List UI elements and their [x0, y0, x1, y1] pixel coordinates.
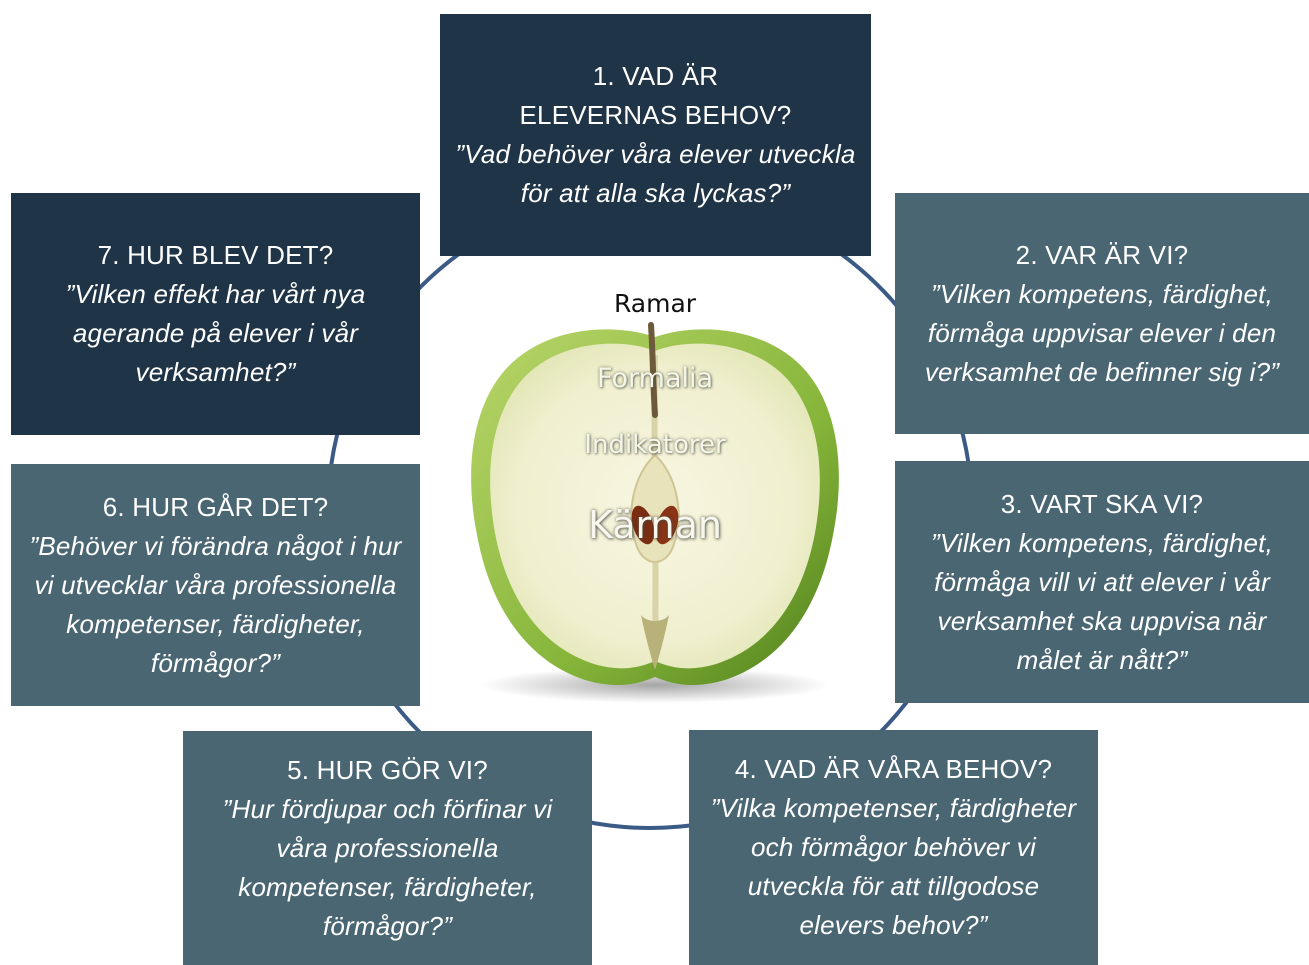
- step-7-box: 7. HUR BLEV DET? ”Vilken effekt har vårt…: [11, 193, 420, 435]
- apple-seed: [655, 505, 679, 545]
- step-6-box: 6. HUR GÅR DET? ”Behöver vi förändra någ…: [11, 464, 420, 706]
- step-6-title: 6. HUR GÅR DET?: [102, 491, 329, 522]
- step-1-title-line-2: ELEVERNAS BEHOV?: [519, 100, 792, 130]
- apple-label-ramar: Ramar: [613, 289, 697, 318]
- step-7-title: 7. HUR BLEV DET?: [97, 240, 334, 270]
- apple-illustration: Ramar Formalia Indikatorer Kärnan: [455, 285, 855, 705]
- step-3-title: 3. VART SKA VI?: [1000, 488, 1204, 519]
- step-6-question: ”Behöver vi förändra något i hur vi utve…: [29, 530, 402, 678]
- apple-shadow: [480, 667, 830, 703]
- apple-seed: [631, 505, 655, 545]
- step-5-title: 5. HUR GÖR VI?: [287, 754, 488, 785]
- apple-calyx: [641, 615, 669, 670]
- step-3-question: ”Vilken kompetens, färdighet, förmåga vi…: [930, 527, 1274, 675]
- step-1-box: 1. VAD ÄR ELEVERNAS BEHOV? ”Vad behöver …: [440, 14, 871, 256]
- step-2-question: ”Vilken kompetens, färdighet, förmåga up…: [924, 278, 1280, 387]
- step-1-title: 1. VAD ÄR: [592, 61, 719, 91]
- apple-label-indikatorer: Indikatorer: [584, 430, 726, 460]
- step-2-title: 2. VAR ÄR VI?: [1015, 239, 1189, 270]
- step-4-title: 4. VAD ÄR VÅRA BEHOV?: [734, 754, 1053, 784]
- apple-cross-section: [471, 322, 839, 703]
- step-3-box: 3. VART SKA VI? ”Vilken kompetens, färdi…: [895, 461, 1309, 703]
- step-5-box: 5. HUR GÖR VI? ”Hur fördjupar och förfin…: [183, 731, 592, 965]
- step-4-question: ”Vilka kompetenser, färdigheter och förm…: [710, 793, 1077, 940]
- apple-stem: [648, 322, 658, 418]
- step-5-question: ”Hur fördjupar och förfinar vi våra prof…: [222, 793, 553, 941]
- apple-label-karnan: Kärnan: [588, 503, 722, 547]
- step-1-question: ”Vad behöver våra elever utveckla för at…: [455, 139, 856, 208]
- step-2-box: 2. VAR ÄR VI? ”Vilken kompetens, färdigh…: [895, 193, 1309, 434]
- step-4-box: 4. VAD ÄR VÅRA BEHOV? ”Vilka kompetenser…: [689, 730, 1098, 965]
- apple-label-formalia: Formalia: [596, 363, 714, 394]
- step-7-question: ”Vilken effekt har vårt nya agerande på …: [65, 279, 366, 387]
